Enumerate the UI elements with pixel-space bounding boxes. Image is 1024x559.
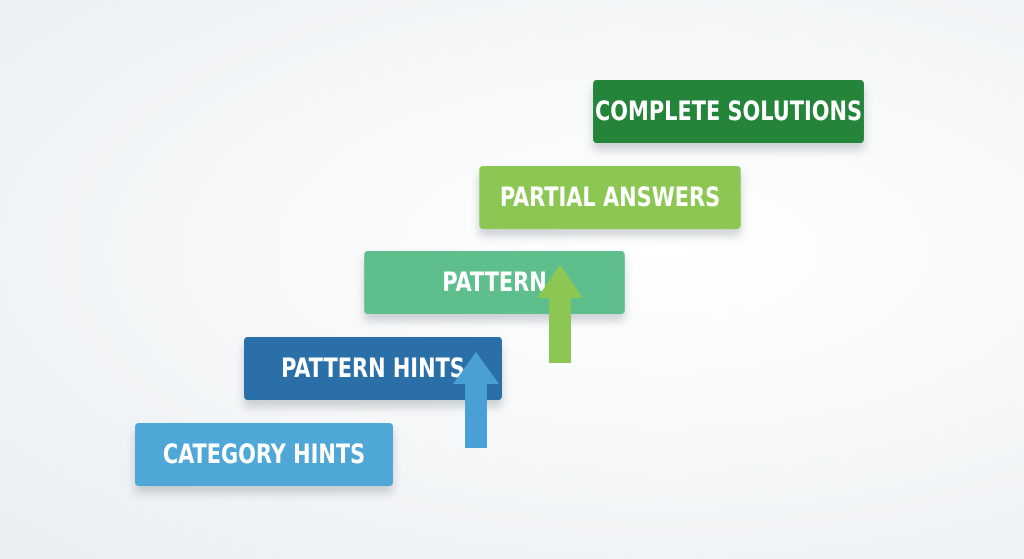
step-pattern-hints: PATTERN HINTS	[244, 337, 502, 400]
step-complete-solutions: COMPLETE SOLUTIONS	[593, 80, 864, 143]
step-label: COMPLETE SOLUTIONS	[594, 96, 863, 127]
arrow-shape	[453, 352, 499, 448]
step-label: CATEGORY HINTS	[162, 439, 366, 470]
step-label: PATTERN HINTS	[281, 353, 465, 384]
step-pattern: PATTERN	[364, 251, 625, 314]
step-partial-answers: PARTIAL ANSWERS	[479, 166, 741, 229]
up-arrow-icon	[537, 265, 583, 363]
step-label: PATTERN	[442, 267, 547, 298]
step-label: PARTIAL ANSWERS	[499, 182, 721, 213]
up-arrow-icon	[453, 352, 499, 448]
arrow-shape	[537, 265, 583, 363]
step-category-hints: CATEGORY HINTS	[135, 423, 393, 486]
